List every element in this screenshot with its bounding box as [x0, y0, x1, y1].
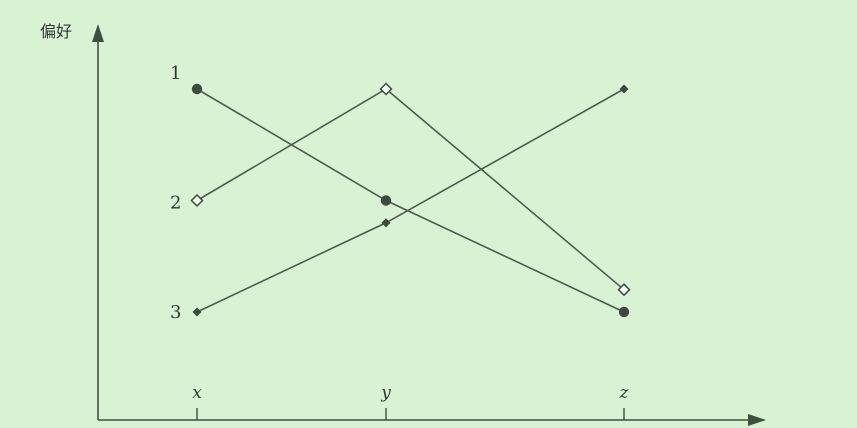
rank-label-3: 3 [170, 302, 181, 323]
series-line-circle [196, 88, 625, 313]
point-diamond-z [617, 283, 631, 297]
point-square-y [381, 218, 391, 228]
y-axis-arrow [92, 24, 104, 42]
series-markers [190, 82, 631, 318]
x-tick-label-y: y [380, 383, 391, 403]
point-circle-x [191, 83, 203, 95]
point-square-x [192, 307, 202, 317]
rank-label-2: 2 [170, 193, 181, 214]
series-lines [196, 88, 625, 313]
rank-labels: 1 2 3 [170, 63, 181, 323]
x-axis-arrow [748, 414, 766, 426]
point-circle-z [618, 306, 630, 318]
y-axis-label: 偏好 [40, 22, 72, 41]
point-square-z [619, 84, 629, 94]
point-diamond-y [379, 82, 393, 96]
series-line-square [196, 88, 625, 313]
x-tick-label-z: z [619, 383, 630, 403]
x-tick-label-x: x [192, 383, 202, 403]
rank-label-1: 1 [170, 63, 181, 84]
point-circle-y [380, 195, 392, 206]
series-line-diamond [196, 88, 625, 291]
x-ticks: x y z [192, 383, 630, 420]
point-diamond-x [190, 193, 204, 208]
